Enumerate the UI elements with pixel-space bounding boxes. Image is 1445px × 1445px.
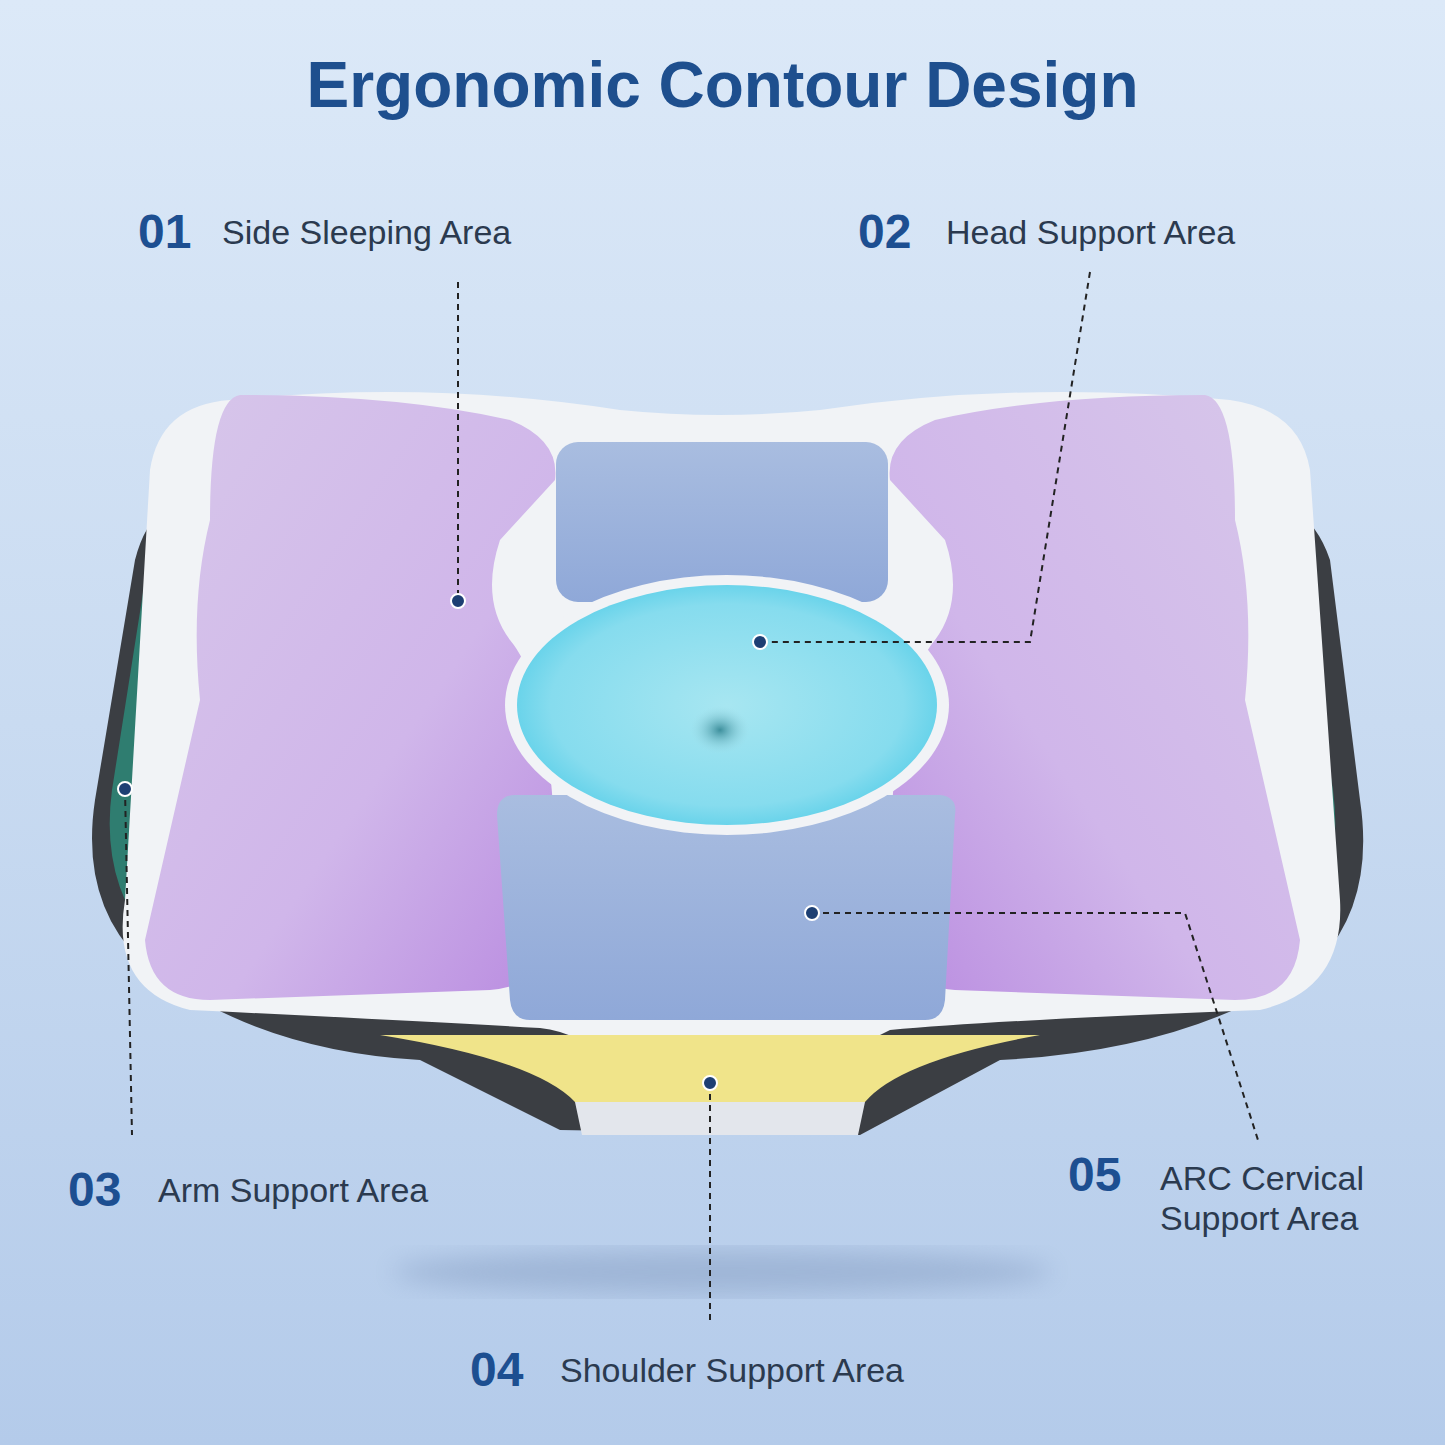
leader-line (812, 913, 1258, 1140)
callout-label: Shoulder Support Area (560, 1350, 904, 1391)
leader-line (457, 282, 459, 601)
side-sleeping-left (145, 395, 555, 1000)
dimple (690, 706, 750, 754)
leader-dot (118, 782, 132, 796)
shadow (392, 1250, 1052, 1294)
callout-label: ARC Cervical Support Area (1160, 1158, 1410, 1240)
head-support (517, 585, 937, 825)
side-sleeping-right (890, 395, 1300, 1000)
leader-dot (703, 1076, 717, 1090)
title: Ergonomic Contour Design (0, 47, 1445, 124)
callout-label: Head Support Area (946, 212, 1235, 253)
shoulder-support (380, 1035, 1040, 1102)
callout-number: 05 (1068, 1146, 1121, 1204)
callout-label: Arm Support Area (158, 1170, 428, 1211)
callout-number: 04 (470, 1341, 523, 1399)
callout-number: 03 (68, 1161, 121, 1219)
leader-dot (753, 635, 767, 649)
pillow-front (575, 1102, 865, 1135)
leader-line (760, 272, 1090, 642)
callout-number: 02 (858, 203, 911, 261)
oval-rim (505, 575, 949, 835)
leader-lines (125, 272, 1258, 1325)
callout-label: Side Sleeping Area (222, 212, 511, 253)
leader-dot (805, 906, 819, 920)
pillow-top (123, 392, 1341, 1040)
callout-number: 01 (138, 203, 191, 261)
leader-line (709, 1083, 711, 1325)
leader-line (125, 789, 132, 1135)
leader-dot (451, 594, 465, 608)
leader-dots (118, 594, 819, 1090)
